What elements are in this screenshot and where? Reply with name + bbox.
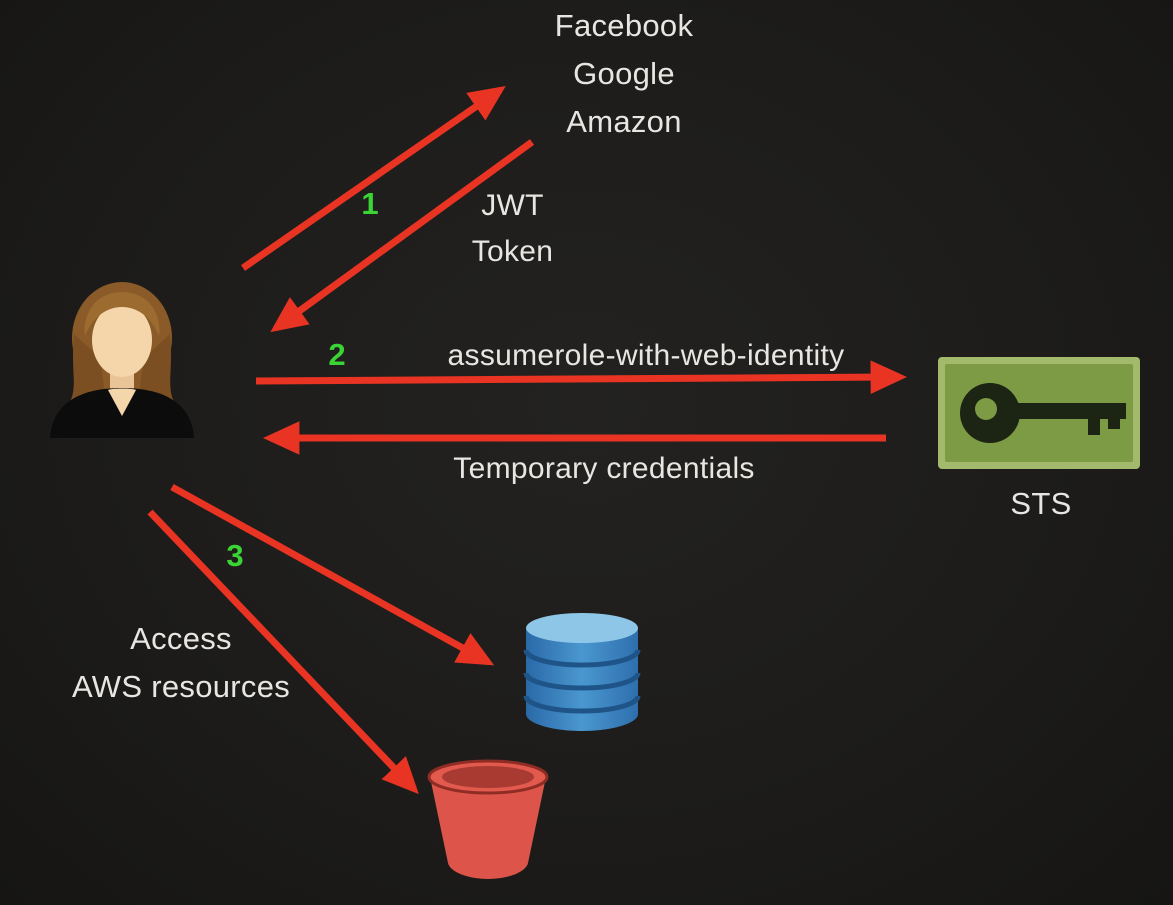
- idp-facebook: Facebook: [554, 8, 694, 43]
- jwt-line2: Token: [471, 235, 554, 268]
- sts-key-icon: [938, 357, 1140, 469]
- step-3-number: 3: [226, 538, 244, 573]
- step-1-number: 1: [361, 186, 379, 221]
- user-icon: [38, 274, 206, 438]
- dynamodb-icon: [523, 610, 641, 734]
- idp-amazon: Amazon: [566, 104, 682, 139]
- access-line2: AWS resources: [71, 669, 291, 704]
- sts-label: STS: [1010, 486, 1072, 521]
- identity-providers-label: Facebook Google Amazon: [474, 2, 774, 146]
- access-resources-label: Access AWS resources: [31, 615, 331, 711]
- assume-role-label: assumerole-with-web-identity: [447, 339, 845, 372]
- jwt-token-label: JWT Token: [440, 183, 585, 275]
- temporary-credentials-label: Temporary credentials: [453, 452, 755, 485]
- jwt-line1: JWT: [481, 189, 544, 222]
- s3-bucket-icon: [424, 753, 552, 881]
- step-2-number: 2: [328, 337, 346, 372]
- idp-google: Google: [573, 56, 675, 91]
- access-line1: Access: [130, 621, 232, 656]
